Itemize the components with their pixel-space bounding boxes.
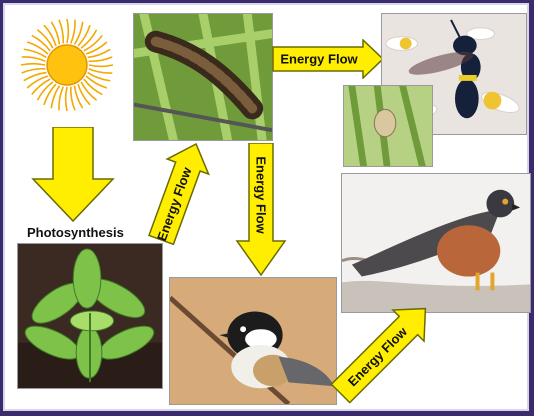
sun-ray	[21, 64, 45, 65]
sun-ray	[59, 87, 63, 111]
energy-arrow-plant-to-caterpillar: Energy Flow	[143, 133, 219, 245]
sun-ray	[22, 69, 46, 73]
sun-icon	[17, 15, 117, 115]
diagram-frame: Photosynthesis	[3, 3, 529, 411]
sun-ray	[89, 69, 113, 73]
sun-ray	[89, 65, 113, 66]
sun-ray	[51, 22, 59, 45]
energy-flow-label-3: Energy Flow	[280, 52, 358, 67]
sun-ray	[88, 49, 111, 57]
energy-arrow-sun-to-plant	[31, 127, 115, 223]
sun-ray	[71, 20, 75, 44]
energy-arrow-caterpillar-to-chickadee: Energy Flow	[233, 143, 289, 277]
energy-arrow-chickadee-to-hawk: Energy Flow	[331, 295, 435, 405]
photosynthesis-label: Photosynthesis	[27, 225, 124, 240]
cocoon-photo	[343, 85, 433, 167]
sun-ray	[89, 57, 113, 61]
sun-ray	[66, 87, 67, 111]
sun-ray	[59, 20, 63, 44]
sun-ray	[22, 57, 46, 61]
chickadee-photo	[169, 277, 337, 405]
sun-ray	[67, 19, 68, 43]
sun-ray	[71, 87, 75, 111]
sun-ray	[75, 86, 83, 109]
caterpillar-photo	[133, 13, 273, 141]
sun-ray	[24, 73, 47, 81]
energy-flow-label-2: Energy Flow	[254, 156, 269, 234]
hawk-photo	[341, 173, 531, 313]
plant-photo	[17, 243, 163, 389]
energy-flow-label-4: Energy Flow	[345, 323, 411, 389]
energy-arrow-caterpillar-to-wasp: Energy Flow	[271, 39, 385, 79]
